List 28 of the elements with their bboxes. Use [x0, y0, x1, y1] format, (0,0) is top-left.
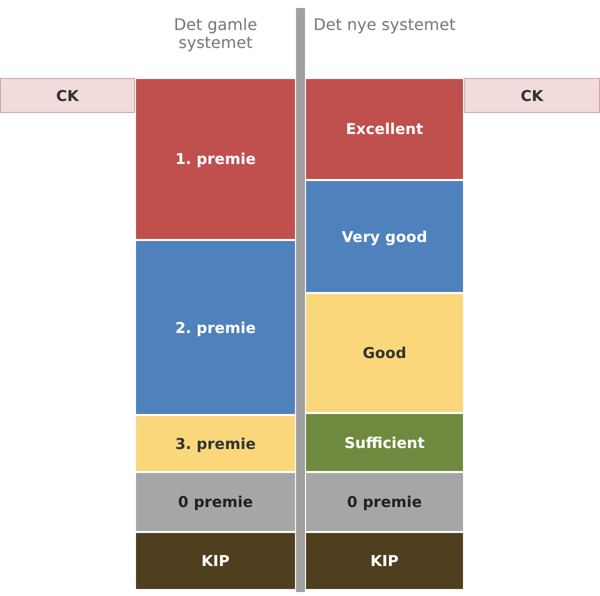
grade-label: 0 premie: [347, 493, 422, 511]
grade-block: [305, 78, 464, 180]
grade-block: [305, 413, 464, 472]
grade-label: CK: [520, 86, 544, 104]
grade-block: [305, 472, 464, 532]
grade-label: Excellent: [346, 120, 424, 138]
grade-label: Very good: [342, 228, 428, 246]
grade-block: [135, 532, 296, 590]
grade-label: 0 premie: [178, 493, 253, 511]
grade-block: [135, 472, 296, 532]
grade-label: CK: [56, 86, 79, 104]
grade-label: KIP: [201, 552, 230, 570]
grade-label: 1. premie: [175, 150, 256, 168]
grade-label: KIP: [370, 552, 399, 570]
grade-block: [305, 180, 464, 293]
grade-label: 3. premie: [175, 434, 256, 452]
grade-label: 2. premie: [175, 318, 256, 336]
grade-label: Good: [362, 344, 406, 362]
grade-label: Sufficient: [344, 434, 425, 452]
grade-block: [305, 293, 464, 413]
category-box: [464, 78, 600, 113]
column-heading: Det nye systemet: [312, 16, 457, 34]
grade-block: [135, 240, 296, 415]
category-box: [0, 78, 135, 113]
column-heading: Det gamle systemet: [172, 16, 258, 52]
grade-block: [135, 415, 296, 472]
grade-block: [305, 532, 464, 590]
grade-block: [135, 78, 296, 240]
